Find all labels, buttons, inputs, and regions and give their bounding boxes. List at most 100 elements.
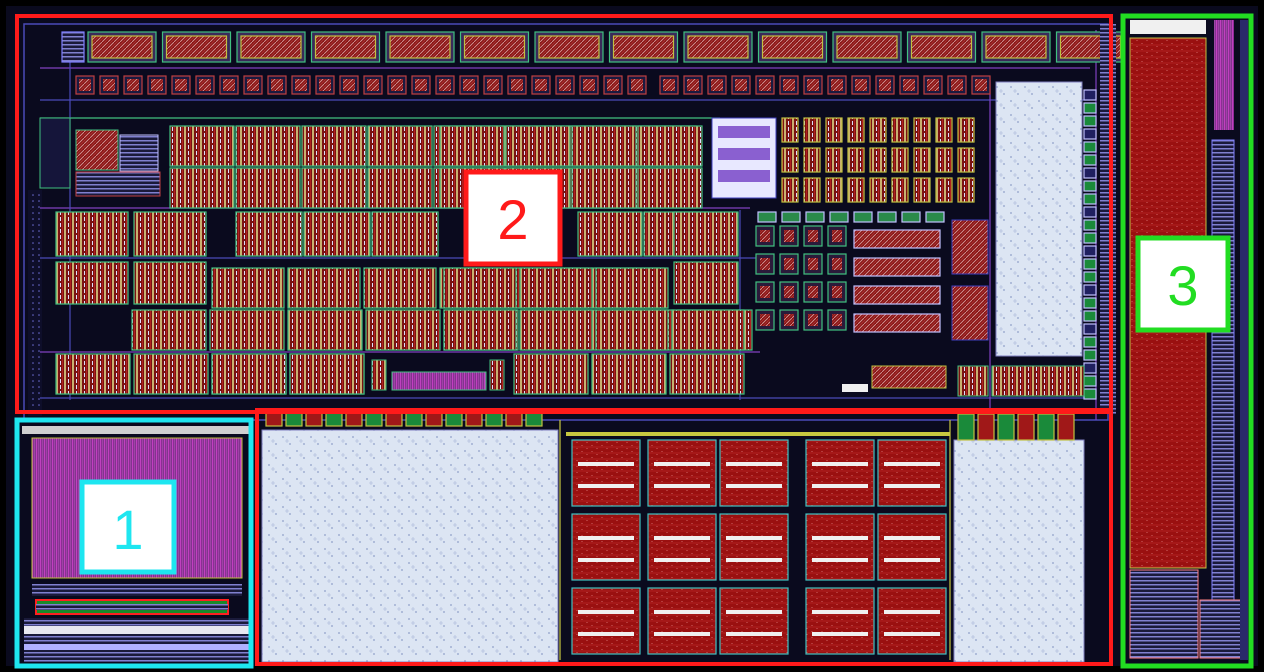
small-cell-core xyxy=(759,79,771,91)
bottom-strip-cells xyxy=(265,411,1075,441)
capacitor-unit xyxy=(647,587,717,655)
strip-cell xyxy=(285,411,303,427)
pad-cell-core xyxy=(832,230,842,242)
logic-cell xyxy=(847,147,865,173)
bit-cell-array xyxy=(235,125,301,167)
capacitor-unit xyxy=(719,587,789,655)
pad-top-cell xyxy=(805,211,825,223)
bit-cell-array xyxy=(365,309,441,351)
bit-cell-array xyxy=(55,261,129,305)
pad-cell-core xyxy=(808,286,818,298)
region-label-1-text: 1 xyxy=(112,498,143,561)
second-row-cells xyxy=(75,75,991,95)
small-cell-core xyxy=(583,79,595,91)
pad-wide-cell xyxy=(853,285,941,305)
logic-cell xyxy=(913,177,931,203)
edge-tile xyxy=(1083,219,1097,231)
capacitor-trace xyxy=(726,536,782,540)
strip-cell xyxy=(977,413,995,441)
bit-cell-array xyxy=(367,125,433,167)
capacitor-trace xyxy=(812,462,868,466)
bit-cell-array xyxy=(637,125,703,167)
small-cell-core xyxy=(319,79,331,91)
edge-tile xyxy=(1083,167,1097,179)
region-label-1: 1 xyxy=(79,479,177,575)
edge-tile xyxy=(1083,284,1097,296)
capacitor-trace xyxy=(578,484,634,488)
capacitor-trace xyxy=(578,558,634,562)
capacitor-unit xyxy=(719,439,789,507)
capacitor-trace xyxy=(884,484,940,488)
bit-cell-array xyxy=(577,211,643,257)
pad-cell-core xyxy=(832,258,842,270)
logic-cell xyxy=(869,117,887,143)
small-cell-core xyxy=(735,79,747,91)
capacitor-unit xyxy=(877,513,947,581)
small-cell-core xyxy=(487,79,499,91)
small-cell-core xyxy=(631,79,643,91)
bit-cell-array xyxy=(595,267,669,309)
edge-tile xyxy=(1083,141,1097,153)
pad-top-cell xyxy=(877,211,897,223)
small-cell-core xyxy=(687,79,699,91)
logic-cell xyxy=(825,177,843,203)
small-cell-core xyxy=(607,79,619,91)
small-cell-core xyxy=(855,79,867,91)
top-block-core xyxy=(463,35,526,59)
logic-cell xyxy=(847,117,865,143)
top-block-core xyxy=(240,35,302,59)
logic-cell xyxy=(891,177,909,203)
logic-cell xyxy=(803,147,821,173)
bit-cell-array xyxy=(133,261,207,305)
bit-cell-array xyxy=(673,261,739,305)
logic-cell xyxy=(869,177,887,203)
right-edge-bus xyxy=(1100,24,1116,414)
pad-cell-core xyxy=(808,258,818,270)
main-cell-arrays xyxy=(55,125,753,395)
capacitor-unit xyxy=(571,587,641,655)
small-cell-core xyxy=(975,79,987,91)
strip-cell xyxy=(345,411,363,427)
small-cell-core xyxy=(663,79,675,91)
strip-cell xyxy=(485,411,503,427)
small-cell-core xyxy=(831,79,843,91)
small-cell-core xyxy=(367,79,379,91)
pad-cell-core xyxy=(760,286,770,298)
top-block-core xyxy=(910,35,973,59)
small-cell-core xyxy=(927,79,939,91)
small-cell-core xyxy=(783,79,795,91)
region-label-2: 2 xyxy=(463,169,563,267)
small-cell-core xyxy=(807,79,819,91)
capacitor-trace xyxy=(726,632,782,636)
pad-wide-cell xyxy=(853,257,941,277)
pad-top-cell xyxy=(781,211,801,223)
small-cell-core xyxy=(127,79,139,91)
capacitor-trace xyxy=(884,632,940,636)
small-cell-core xyxy=(79,79,91,91)
pad-cell-core xyxy=(760,230,770,242)
logic-cell xyxy=(935,177,953,203)
small-cell-core xyxy=(559,79,571,91)
strip-cell xyxy=(465,411,483,427)
region-3-content xyxy=(1129,20,1248,660)
edge-tile xyxy=(1083,362,1097,374)
capacitor-unit xyxy=(647,439,717,507)
pad-cell-core xyxy=(784,314,794,326)
top-block-core xyxy=(91,35,153,59)
bit-cell-array xyxy=(513,353,589,395)
edge-tile xyxy=(1083,297,1097,309)
right-side-column xyxy=(1083,89,1097,400)
bit-cell-array xyxy=(367,167,433,209)
routing-lines xyxy=(40,30,1097,660)
edge-tile xyxy=(1083,323,1097,335)
edge-tile xyxy=(1083,180,1097,192)
capacitor-trace xyxy=(654,632,710,636)
small-cell-core xyxy=(511,79,523,91)
capacitor-trace xyxy=(884,610,940,614)
capacitor-unit xyxy=(571,513,641,581)
edge-tile xyxy=(1083,115,1097,127)
bit-cell-array xyxy=(235,167,301,209)
logic-cell xyxy=(781,177,799,203)
pad-top-cell xyxy=(901,211,921,223)
